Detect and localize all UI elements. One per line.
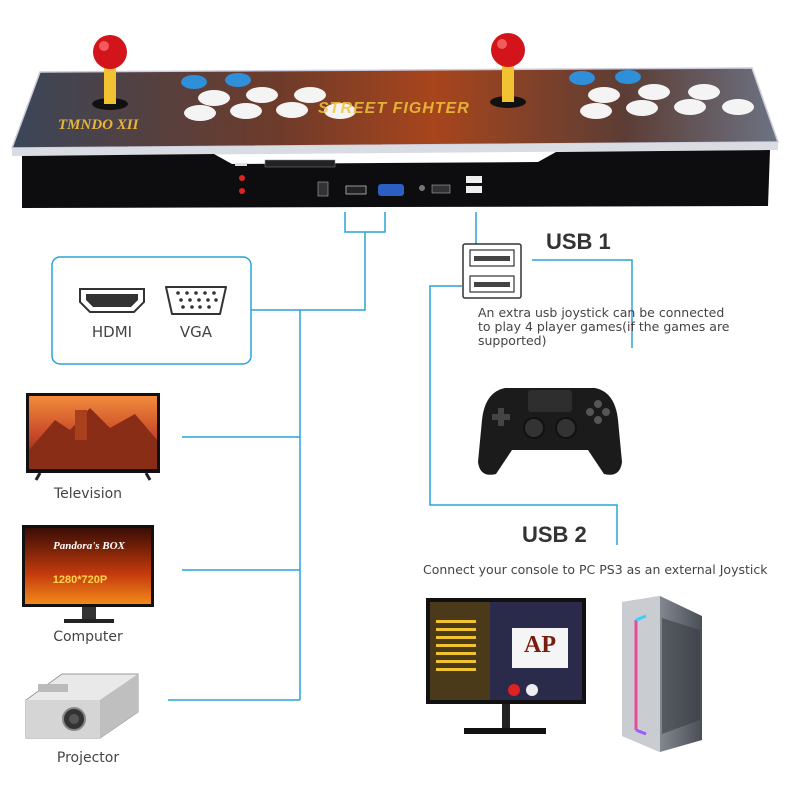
console-front [22,150,770,208]
hdmi-label: HDMI [91,323,133,341]
left-joystick-ball [93,35,127,69]
console-logo: STREET FIGHTER [318,100,470,117]
usb1-description-line-3: supported) [478,333,547,348]
console-edge [12,142,778,156]
television-label: Television [53,486,123,502]
console-game-title: TMNDO XII [58,117,139,133]
computer-icon [22,525,154,623]
console-vga-port [378,184,404,196]
usb1-description-line-1: An extra usb joystick can be connected [478,305,725,320]
monitor-screen-logo: AP [524,632,556,658]
console-top-panel [12,68,778,148]
usb-port-icon [462,243,522,299]
television-icon [26,393,160,481]
usb2-title: USB 2 [522,522,587,547]
console-usb-port-2 [466,186,482,193]
monitor-icon [426,598,586,734]
vga-label: VGA [179,323,213,341]
computer-screen-resolution: 1280*720P [52,574,108,586]
right-joystick-shaft [502,60,514,102]
computer-label: Computer [53,629,123,645]
left-button-panel [181,73,356,121]
right-button-panel [569,70,754,119]
connector-lines [168,212,633,701]
usb1-title: USB 1 [546,229,611,254]
arcade-console [10,33,780,208]
projector-label: Projector [56,750,120,766]
console-hdmi-port [345,185,367,195]
usb1-description-line-2: to play 4 player games(if the games are [478,319,730,334]
pc-tower-icon [622,596,702,752]
computer-screen-brand: Pandora's BOX [53,540,125,552]
projector-icon [25,673,139,739]
usb1-description: An extra usb joystick can be connected t… [478,306,778,348]
video-ports-box [51,256,252,365]
vga-icon [165,286,227,315]
console-port-panel [235,159,482,197]
usb2-description: Connect your console to PC PS3 as an ext… [423,562,768,577]
left-joystick-shaft [104,62,116,104]
gamepad-icon [478,388,622,475]
hdmi-icon [79,288,145,313]
right-joystick-ball [491,33,525,67]
console-usb-port-1 [466,176,482,183]
